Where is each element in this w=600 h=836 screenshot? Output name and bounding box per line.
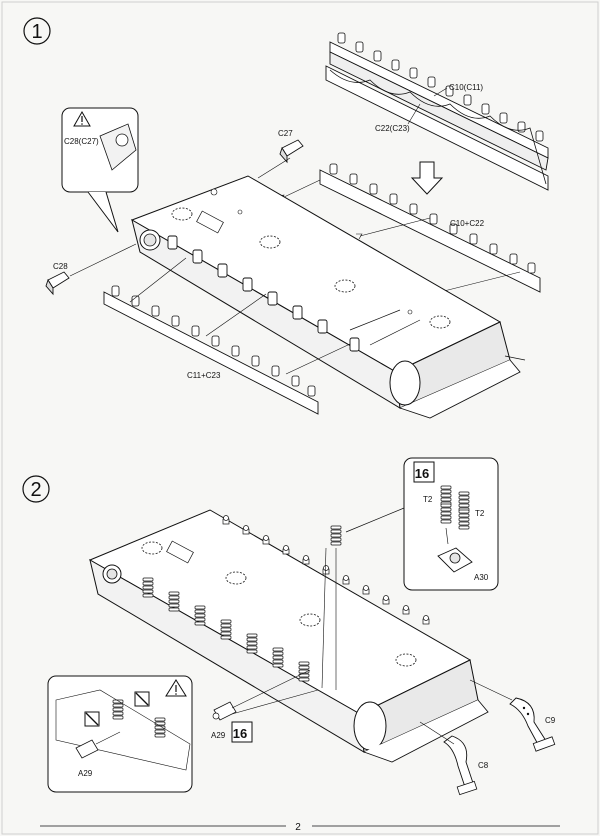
step-1: 1 C10(C11)	[23, 17, 549, 419]
label-a30: A30	[474, 573, 489, 582]
inset-c28-c27: C28(C27)	[61, 107, 139, 233]
label-c8: C8	[478, 761, 489, 770]
warning-triangle-icon	[73, 110, 91, 127]
label-c28-c27: C28(C27)	[64, 137, 99, 146]
label-c22-c23: C22(C23)	[375, 124, 410, 133]
page-footer: 2	[40, 822, 560, 833]
step-1-number: 1	[31, 21, 42, 43]
part-c10-c11-rail	[329, 32, 549, 171]
assembly-arrow-icon	[410, 161, 444, 195]
label-c28: C28	[53, 262, 68, 271]
inset-t2-a30: 16 T2 T2 A30	[403, 457, 499, 591]
part-a29-main	[212, 701, 237, 721]
svg-text:16: 16	[415, 466, 429, 481]
hull-lower-step1	[130, 175, 526, 419]
quantity-badge-inset: 16	[413, 461, 435, 483]
svg-text:16: 16	[233, 726, 247, 741]
part-c8	[443, 735, 478, 796]
label-t2-left: T2	[423, 495, 433, 504]
inset-a29-detail: A29	[47, 675, 193, 793]
part-c28	[45, 271, 70, 296]
label-c10-c22: C10+C22	[450, 219, 485, 228]
do-not-glue-icon	[84, 691, 150, 727]
label-c11-c23: C11+C23	[187, 371, 221, 380]
label-a29-main: A29	[211, 731, 226, 740]
step-1-number-badge: 1	[23, 17, 51, 45]
label-c10-c11: C10(C11)	[449, 83, 483, 92]
label-t2-right: T2	[475, 509, 485, 518]
step-2: 2	[22, 457, 556, 796]
hull-lower-step2	[88, 509, 489, 763]
part-c10-c22-assembly	[319, 163, 541, 293]
label-c9: C9	[545, 716, 556, 725]
step-2-number-badge: 2	[22, 475, 50, 503]
part-spring-exploded	[321, 525, 342, 690]
page-number: 2	[295, 822, 301, 833]
part-c27	[279, 139, 304, 164]
quantity-badge-main: 16	[231, 721, 253, 743]
warning-triangle-icon	[165, 679, 187, 697]
step-2-number: 2	[30, 479, 41, 501]
label-a29-inset: A29	[78, 769, 93, 778]
label-c27: C27	[278, 129, 293, 138]
part-c11-c23-assembly	[103, 285, 319, 415]
part-c9	[509, 697, 556, 752]
part-c22-c23-rail	[325, 65, 549, 191]
